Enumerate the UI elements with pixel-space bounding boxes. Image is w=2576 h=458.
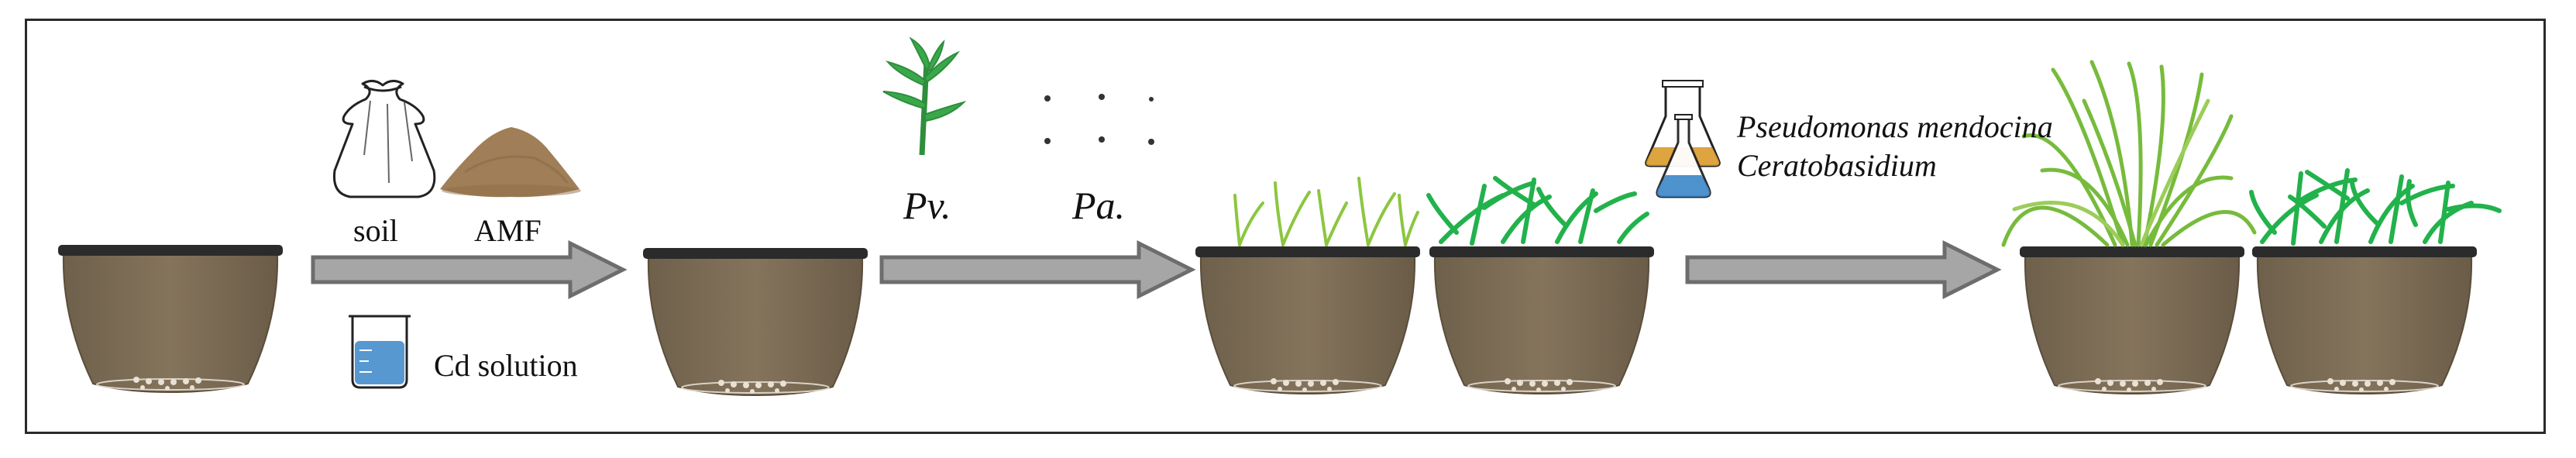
pot-pv-seedlings [1195,246,1421,394]
pv-seedlings-small [1233,177,1419,246]
figure-border [25,19,2546,434]
pot-pa-seedlings [1429,246,1655,394]
soil-bag-icon [332,80,436,198]
pot-empty [57,244,284,393]
beaker-icon [349,315,411,389]
process-arrow-1 [313,243,623,296]
process-arrow-3 [1687,243,1997,296]
seeds-icon [1044,94,1154,145]
pv-label: Pv. [903,184,951,227]
pot-soil-filled [642,247,868,396]
process-arrow-2 [882,243,1192,296]
pseudomonas-label: Pseudomonas mendocina [1737,109,2053,144]
seedling-icon [882,36,967,156]
soil-label: soil [353,213,398,248]
pot-pa-grown [2251,246,2478,394]
pa-plants-grown [2249,168,2502,246]
pa-seedlings-small [1426,176,1649,246]
pv-grass-grown [2001,60,2257,247]
amf-label: AMF [474,213,542,248]
pa-label: Pa. [1072,184,1126,227]
ceratobasidium-label: Ceratobasidium [1737,148,1937,183]
cd-solution-label: Cd solution [434,348,578,383]
amf-powder-icon [440,127,581,198]
pot-pv-grown [2019,246,2245,394]
culture-flask-icon [1645,80,1721,198]
